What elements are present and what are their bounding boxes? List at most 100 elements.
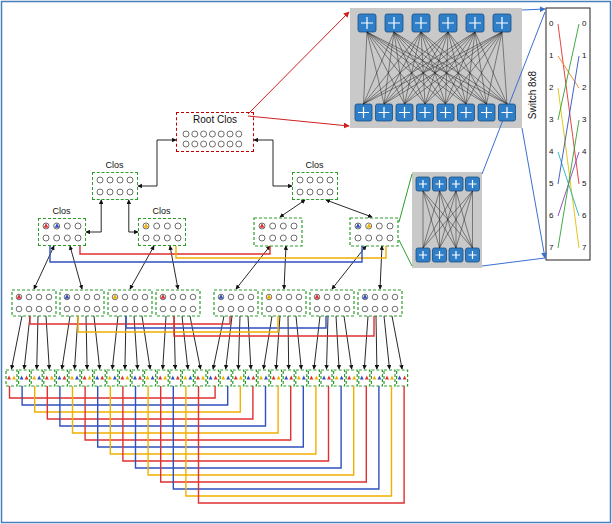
wire bbox=[85, 386, 291, 440]
switch-circle bbox=[127, 189, 133, 195]
switch-circle bbox=[160, 306, 166, 312]
switch-circle bbox=[276, 294, 282, 300]
clos-box bbox=[296, 370, 307, 386]
switch-circle bbox=[170, 306, 176, 312]
switch-circle bbox=[372, 294, 378, 300]
switch-circle bbox=[175, 235, 181, 241]
switch-circle bbox=[180, 294, 186, 300]
clos-box bbox=[44, 370, 55, 386]
wire bbox=[174, 316, 374, 336]
switch-circle bbox=[227, 131, 233, 137]
port-marker bbox=[327, 376, 331, 380]
clos-box bbox=[107, 370, 118, 386]
switch-circle bbox=[366, 235, 372, 241]
switch-circle bbox=[238, 294, 244, 300]
port-marker bbox=[335, 376, 339, 380]
switch-circle bbox=[97, 177, 103, 183]
clos-box bbox=[271, 370, 282, 386]
port-marker bbox=[246, 376, 250, 380]
port-marker bbox=[196, 376, 200, 380]
link-arrow bbox=[86, 200, 101, 232]
switch-circle bbox=[46, 294, 52, 300]
zoom-line bbox=[522, 128, 545, 258]
clos-box bbox=[334, 370, 345, 386]
clos-box bbox=[56, 370, 67, 386]
port-number: 7 bbox=[549, 244, 553, 252]
switch-circle bbox=[236, 141, 242, 147]
switch-circle bbox=[266, 294, 272, 300]
port-marker bbox=[50, 376, 54, 380]
port-number: 6 bbox=[549, 212, 553, 220]
port-marker bbox=[267, 294, 272, 299]
port-marker bbox=[259, 376, 263, 380]
switch-circle bbox=[142, 294, 148, 300]
link-arrow bbox=[129, 200, 138, 232]
switch-circle bbox=[143, 223, 149, 229]
zoom-line bbox=[482, 258, 545, 266]
port-marker bbox=[352, 376, 356, 380]
mesh-link bbox=[446, 32, 476, 104]
switch-circle bbox=[209, 131, 215, 137]
switch-icon bbox=[439, 14, 457, 32]
switch-circle bbox=[112, 294, 118, 300]
switch-circle bbox=[43, 223, 49, 229]
port-marker bbox=[209, 376, 213, 380]
port-marker bbox=[95, 376, 99, 380]
wire bbox=[199, 386, 405, 503]
switch-icon bbox=[466, 177, 480, 191]
switch-circle bbox=[107, 189, 113, 195]
port-marker bbox=[113, 294, 118, 299]
clos-title: Root Clos bbox=[177, 113, 253, 125]
clos-box bbox=[283, 370, 294, 386]
clos-box bbox=[132, 370, 143, 386]
switch-circle bbox=[26, 294, 32, 300]
port-marker bbox=[17, 294, 22, 299]
link-arrow bbox=[248, 316, 251, 369]
link-arrow bbox=[236, 246, 270, 289]
mesh-link bbox=[405, 32, 503, 104]
switch-circle bbox=[36, 294, 42, 300]
switch-circle bbox=[228, 294, 234, 300]
port-number: 0 bbox=[582, 20, 586, 28]
mesh-link bbox=[423, 191, 456, 248]
zoom-line bbox=[482, 12, 545, 174]
clos-box bbox=[6, 370, 17, 386]
switch-circle bbox=[270, 235, 276, 241]
port-marker bbox=[125, 376, 129, 380]
mesh-link bbox=[367, 32, 507, 104]
mesh-link bbox=[405, 32, 476, 104]
switch-icon bbox=[396, 104, 413, 121]
mesh-link bbox=[364, 32, 449, 104]
port-marker bbox=[120, 376, 124, 380]
clos-box bbox=[195, 370, 206, 386]
switch-icon-mark bbox=[388, 17, 400, 29]
switch-crossing bbox=[558, 56, 579, 184]
switch-circle bbox=[160, 294, 166, 300]
switch-icon-mark bbox=[419, 251, 427, 259]
wire bbox=[30, 316, 230, 324]
port-marker bbox=[214, 376, 218, 380]
port-number: 1 bbox=[582, 52, 586, 60]
clos-label: Clos bbox=[106, 161, 124, 171]
switch-circle bbox=[36, 306, 42, 312]
zoom-line bbox=[248, 116, 349, 126]
link-arrow bbox=[170, 246, 178, 289]
port-marker bbox=[363, 294, 368, 299]
clos-box bbox=[262, 290, 306, 316]
wire bbox=[161, 386, 367, 482]
switch-circle bbox=[142, 306, 148, 312]
mesh-link bbox=[394, 32, 425, 104]
clos-label: Clos bbox=[153, 207, 171, 217]
port-marker bbox=[70, 376, 74, 380]
switch-circle bbox=[201, 141, 207, 147]
port-marker bbox=[356, 223, 361, 228]
port-marker bbox=[151, 376, 155, 380]
port-marker bbox=[297, 376, 301, 380]
wire bbox=[73, 386, 279, 433]
port-marker bbox=[108, 376, 112, 380]
switch-icon bbox=[355, 104, 372, 121]
mesh-link bbox=[423, 191, 456, 248]
clos-box bbox=[258, 370, 269, 386]
switch-icon-mark bbox=[361, 17, 373, 29]
switch-icon-mark bbox=[452, 180, 460, 188]
